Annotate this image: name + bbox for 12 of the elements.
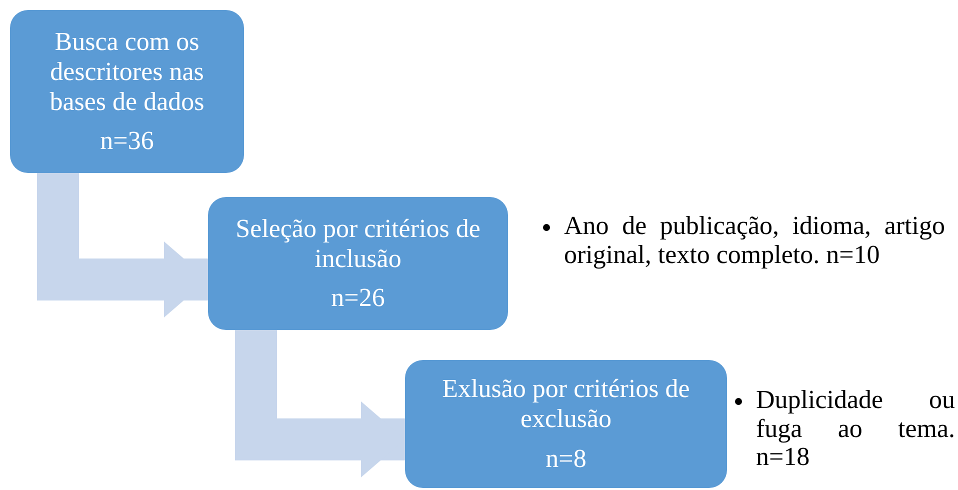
side-note: Ano de publicação, idioma, artigo original, texto completo. n=10 [564, 212, 945, 270]
box-text: n=36 [100, 126, 154, 156]
process-box [405, 360, 727, 488]
box-text: Busca com os descritores nas bases de dados [48, 26, 206, 116]
box-text: n=8 [546, 444, 586, 474]
box-text: Seleção por critérios de inclusão [234, 214, 482, 274]
box-text: n=26 [331, 283, 385, 314]
process-box [208, 197, 508, 330]
process-box [10, 10, 244, 173]
side-note: Duplicidade ou fuga ao tema. n=18 [756, 386, 955, 472]
bent-arrow [37, 173, 208, 318]
box-text: Exlusão por critérios de exclusão [441, 374, 691, 434]
